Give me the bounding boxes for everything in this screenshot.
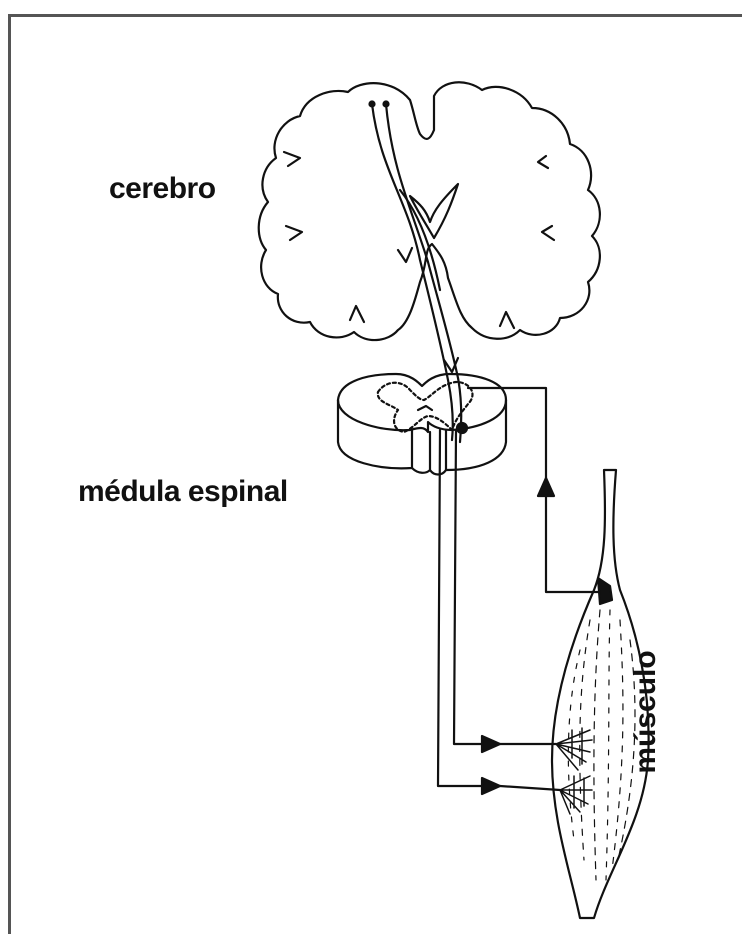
- tract-arrow: [398, 248, 412, 262]
- efferent-axon: [454, 430, 492, 744]
- muscle-fiber: [568, 650, 580, 840]
- motor-end-plate: [556, 728, 592, 770]
- neuron-soma: [384, 102, 389, 107]
- brain-sulcus: [284, 152, 300, 166]
- efferent-axon: [438, 430, 492, 786]
- brain-sulcus: [286, 226, 302, 240]
- muscle-fiber: [594, 610, 600, 880]
- spinal-central-canal: [418, 406, 432, 410]
- spinal-cord-label: médula espinal: [78, 475, 288, 509]
- muscle-label: músculo: [629, 650, 663, 773]
- brain-sulcus: [500, 312, 514, 328]
- spinal-cord-top: [338, 374, 506, 432]
- muscle-fiber: [612, 620, 623, 870]
- afferent-fiber-arrow: [538, 478, 554, 496]
- efferent-axon-arrow: [482, 736, 500, 752]
- muscle-fiber: [606, 610, 610, 880]
- motor-end-plate: [560, 776, 592, 814]
- efferent-axon: [500, 786, 560, 790]
- motor-tract-fiber: [372, 104, 453, 440]
- brain-sulcus: [538, 156, 548, 168]
- afferent-fiber: [468, 388, 600, 592]
- spinal-cord-side: [338, 400, 412, 468]
- neuron-soma: [370, 102, 375, 107]
- muscle-spindle: [598, 578, 612, 604]
- efferent-axon-arrow: [482, 778, 500, 794]
- brain-sulcus: [350, 306, 364, 322]
- motor-neuron-soma: [457, 423, 467, 433]
- brain-label: cerebro: [109, 172, 216, 206]
- brain-sulcus: [542, 226, 554, 240]
